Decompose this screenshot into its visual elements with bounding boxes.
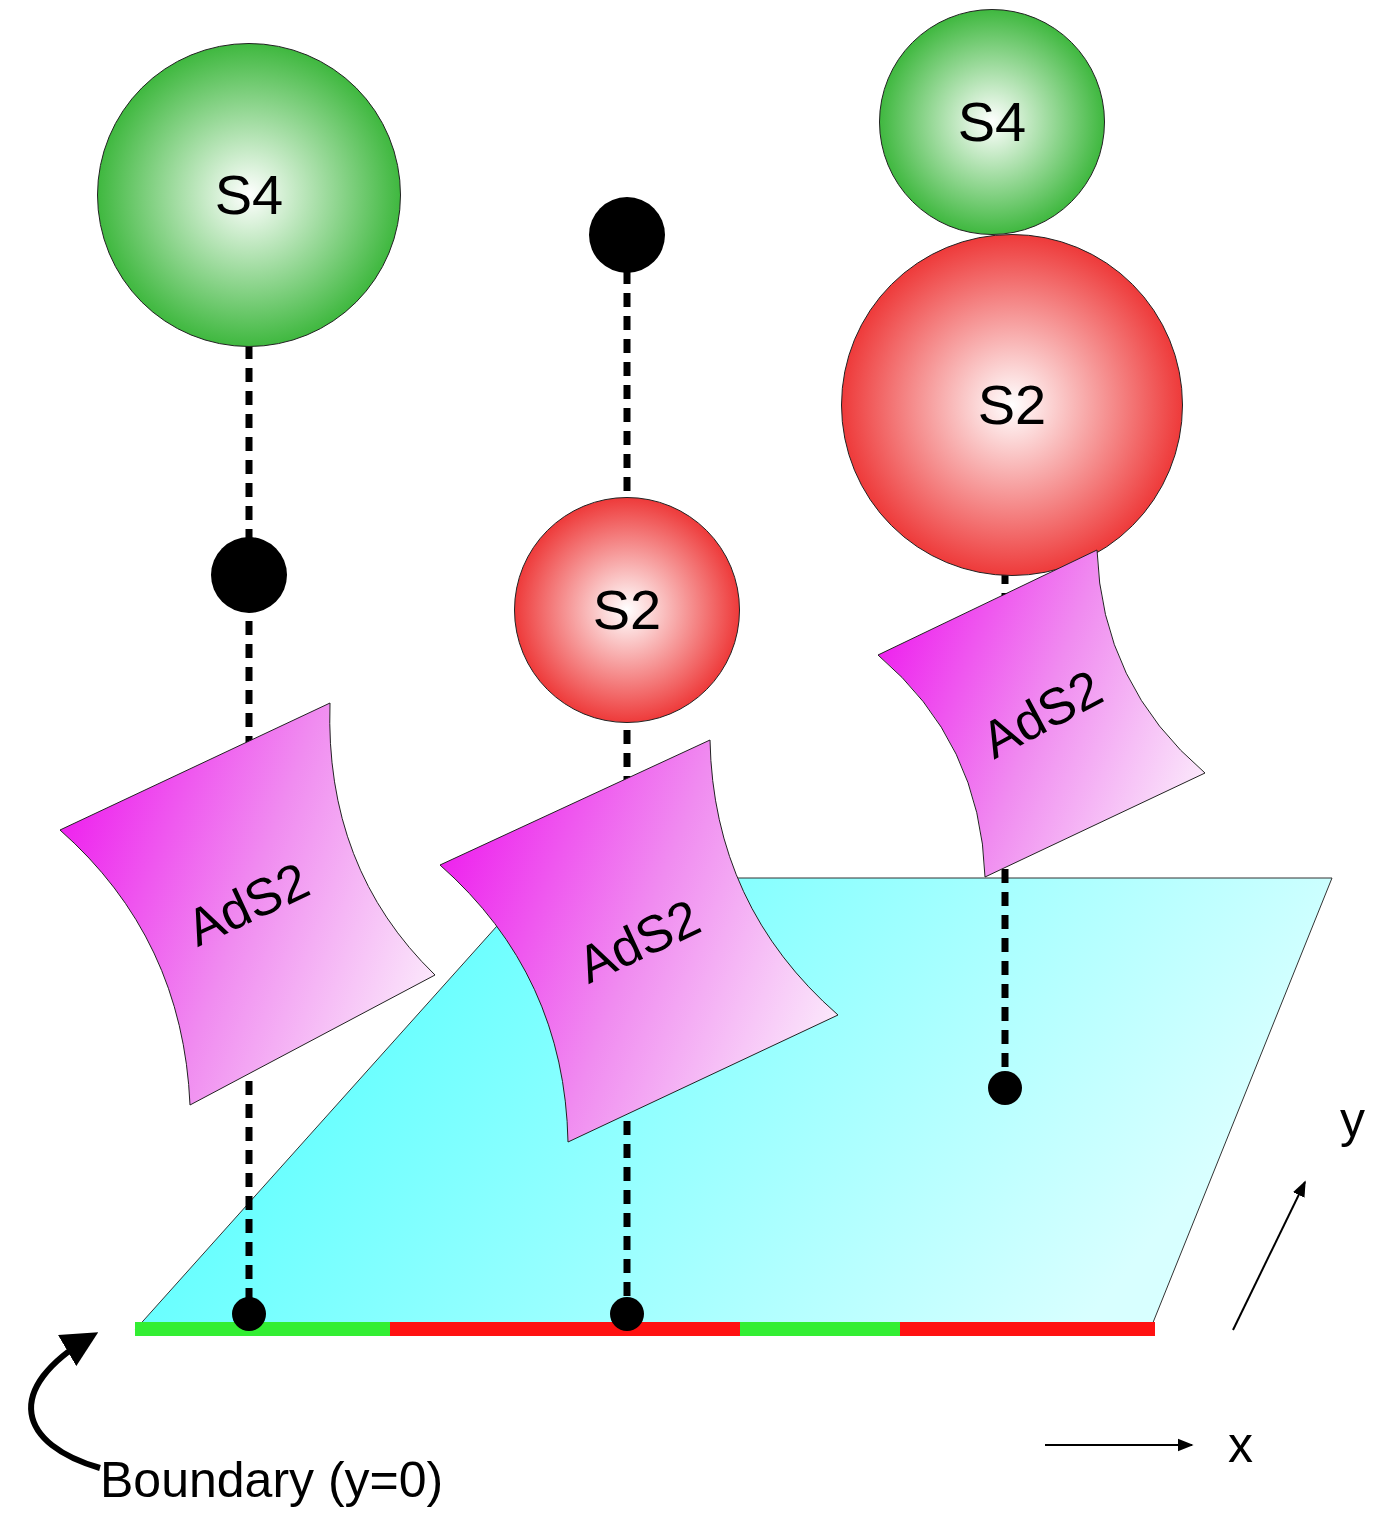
sphere-circle: S2 — [514, 497, 740, 723]
boundary-pointer — [31, 1336, 100, 1468]
node-label: S4 — [215, 167, 284, 223]
node-label: S2 — [593, 582, 662, 638]
sphere-fill — [842, 235, 1183, 576]
axis-label: x — [1228, 1420, 1253, 1470]
node-label: S4 — [958, 94, 1027, 150]
y-axis-arrow — [1233, 1182, 1305, 1330]
bulk-dot — [988, 1071, 1022, 1105]
x-axis-arrow — [1045, 1444, 1192, 1446]
ads2-fill — [60, 703, 435, 1105]
boundary-segment — [900, 1322, 1155, 1336]
boundary-dot — [232, 1297, 266, 1331]
sphere-fill — [880, 10, 1105, 235]
black-dot — [211, 537, 287, 613]
black-dot — [589, 197, 665, 273]
ads2-fill — [440, 740, 838, 1142]
node-label: S2 — [978, 377, 1047, 433]
ads2-shape: AdS2 — [60, 703, 435, 1105]
sphere-circle: S4 — [97, 43, 401, 347]
boundary-dot — [610, 1297, 644, 1331]
ads2-shape: AdS2 — [878, 550, 1205, 877]
axis-label: y — [1340, 1095, 1365, 1145]
boundary-segment — [390, 1322, 740, 1336]
boundary-segment — [740, 1322, 900, 1336]
ads2-shape: AdS2 — [440, 740, 838, 1142]
ads2-fill — [878, 550, 1205, 877]
boundary-label: Boundary (y=0) — [100, 1455, 443, 1505]
sphere-fill — [98, 44, 401, 347]
sphere-circle: S2 — [841, 234, 1183, 576]
sphere-fill — [515, 498, 740, 723]
sphere-circle: S4 — [879, 9, 1105, 235]
